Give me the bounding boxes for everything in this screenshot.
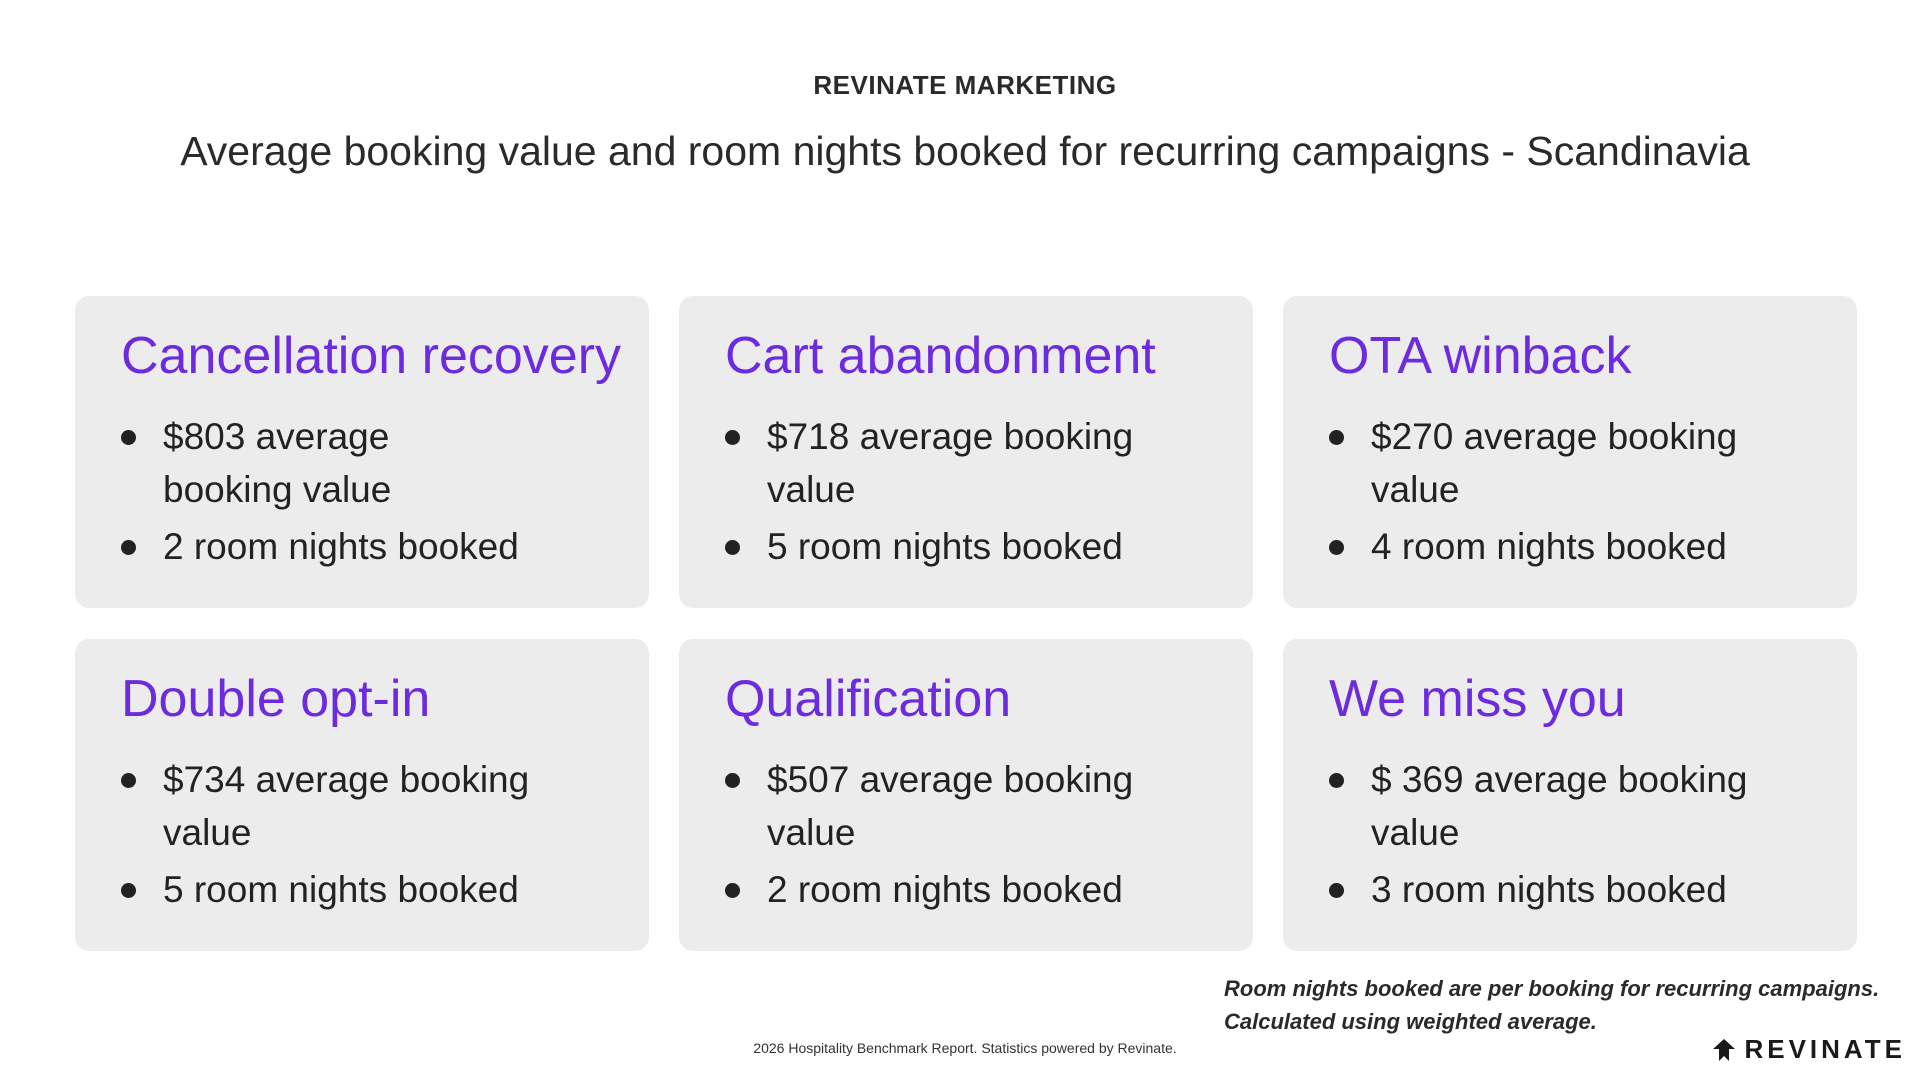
booking-value-stat: $270 average booking value	[1329, 410, 1791, 516]
room-nights-stat: 2 room nights booked	[725, 863, 1223, 916]
booking-value-stat: $734 average booking value	[121, 753, 583, 859]
campaign-card-double-opt-in: Double opt-in $734 average booking value…	[75, 639, 649, 951]
revinate-logo: REVINATE	[1712, 1034, 1906, 1065]
booking-value-stat: $ 369 average booking value	[1329, 753, 1791, 859]
booking-value-stat: $803 average booking value	[121, 410, 413, 516]
card-stats-list: $ 369 average booking value 3 room night…	[1329, 753, 1827, 916]
card-stats-list: $507 average booking value 2 room nights…	[725, 753, 1223, 916]
campaign-card-ota-winback: OTA winback $270 average booking value 4…	[1283, 296, 1857, 608]
room-nights-stat: 4 room nights booked	[1329, 520, 1827, 573]
campaign-cards-grid: Cancellation recovery $803 average booki…	[75, 296, 1857, 951]
room-nights-stat: 5 room nights booked	[121, 863, 619, 916]
card-stats-list: $718 average booking value 5 room nights…	[725, 410, 1223, 573]
revinate-logo-icon	[1713, 1038, 1736, 1061]
booking-value-stat: $718 average booking value	[725, 410, 1187, 516]
room-nights-stat: 3 room nights booked	[1329, 863, 1827, 916]
booking-value-stat: $507 average booking value	[725, 753, 1187, 859]
campaign-card-we-miss-you: We miss you $ 369 average booking value …	[1283, 639, 1857, 951]
note-line: Calculated using weighted average.	[1224, 1009, 1597, 1034]
card-stats-list: $270 average booking value 4 room nights…	[1329, 410, 1827, 573]
campaign-card-cancellation-recovery: Cancellation recovery $803 average booki…	[75, 296, 649, 608]
campaign-card-qualification: Qualification $507 average booking value…	[679, 639, 1253, 951]
room-nights-stat: 2 room nights booked	[121, 520, 619, 573]
card-title: Cart abandonment	[725, 327, 1156, 385]
card-title: We miss you	[1329, 670, 1626, 728]
card-stats-list: $734 average booking value 5 room nights…	[121, 753, 619, 916]
page-title: Average booking value and room nights bo…	[180, 128, 1750, 174]
note-line: Room nights booked are per booking for r…	[1224, 976, 1880, 1001]
campaign-card-cart-abandonment: Cart abandonment $718 average booking va…	[679, 296, 1253, 608]
card-stats-list: $803 average booking value 2 room nights…	[121, 410, 619, 573]
card-title: OTA winback	[1329, 327, 1632, 385]
brand-header: REVINATE MARKETING	[813, 70, 1117, 100]
logo-wordmark: REVINATE	[1744, 1034, 1906, 1064]
methodology-note: Room nights booked are per booking for r…	[1224, 972, 1879, 1038]
room-nights-stat: 5 room nights booked	[725, 520, 1223, 573]
card-title: Qualification	[725, 670, 1012, 728]
card-title: Cancellation recovery	[121, 327, 622, 385]
card-title: Double opt-in	[121, 670, 431, 728]
footer-credit: 2026 Hospitality Benchmark Report. Stati…	[753, 1040, 1177, 1056]
